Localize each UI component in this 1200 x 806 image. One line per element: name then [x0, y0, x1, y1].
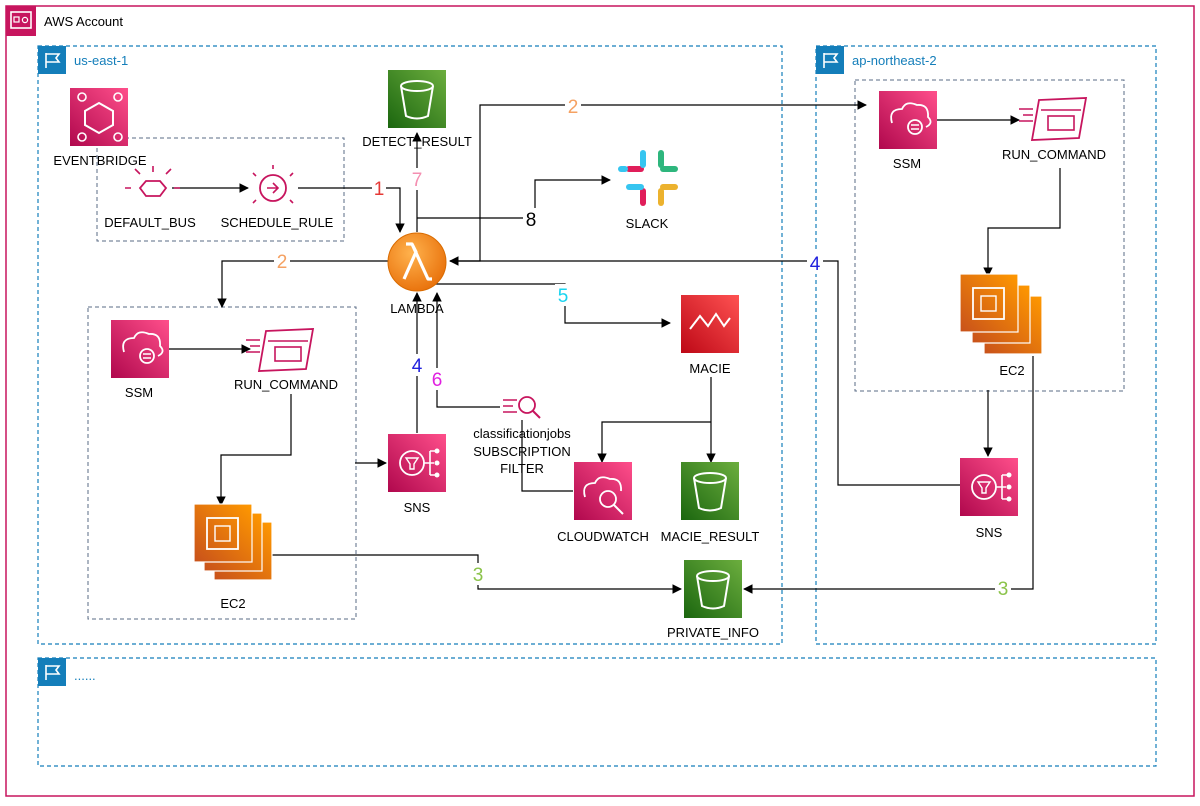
s3-bucket-icon — [388, 70, 446, 128]
account-title: AWS Account — [44, 14, 123, 29]
sns-icon — [960, 458, 1018, 516]
arrow-macie-to-cloudwatch — [597, 421, 711, 463]
aws-account-boundary — [5, 5, 1195, 797]
step-3-ap: 3 — [998, 579, 1009, 600]
slack-icon — [618, 150, 678, 206]
subscription-label: SUBSCRIPTION — [473, 444, 571, 459]
arrow-lambda-to-macie — [435, 283, 671, 328]
ec2-instances-icon — [193, 503, 273, 581]
step-5: 5 — [558, 286, 569, 307]
lambda-icon — [387, 232, 447, 292]
run-command-ap-label: RUN_COMMAND — [1002, 147, 1106, 162]
ec2-instances-icon — [959, 273, 1043, 355]
private-info-label: PRIVATE_INFO — [667, 625, 759, 640]
eventbridge-label: EVENTBRIDGE — [53, 153, 147, 168]
cloudwatch-label: CLOUDWATCH — [557, 529, 649, 544]
step-6: 6 — [432, 370, 443, 391]
run-command-icon — [246, 328, 315, 372]
region-other — [37, 657, 1157, 767]
macie-label: MACIE — [689, 361, 731, 376]
s3-bucket-icon — [681, 462, 739, 520]
sns-east-label: SNS — [404, 500, 431, 515]
region-flag-icon — [816, 46, 844, 74]
arrow-filter-to-lambda — [432, 292, 500, 408]
arrow-lambda-to-ssm-east — [217, 260, 390, 308]
event-bus-icon — [125, 166, 180, 197]
arrow-run-command-to-ec2-ap — [983, 168, 1061, 277]
region-flag-icon — [38, 46, 66, 74]
region-us-east-1 — [37, 45, 783, 645]
step-numbers: 1 2 2 3 3 4 4 5 6 7 8 — [274, 95, 1011, 600]
default-bus-label: DEFAULT_BUS — [104, 215, 196, 230]
ssm-east-label: SSM — [125, 385, 153, 400]
step-2-east: 2 — [277, 252, 288, 273]
step-4-east: 4 — [412, 356, 423, 377]
run-command-icon — [1019, 97, 1088, 141]
arrow-lambda-to-ssm-ap — [450, 100, 867, 262]
arrow-sns-ap-to-lambda — [449, 256, 960, 486]
arrow-run-command-to-ec2-east — [216, 394, 292, 506]
step-7: 7 — [412, 170, 423, 191]
arrow-cloudwatch-to-filter — [521, 420, 573, 492]
step-3-east: 3 — [473, 565, 484, 586]
arrow-schedule-to-lambda — [298, 187, 405, 233]
step-1: 1 — [374, 179, 385, 200]
schedule-rule-label: SCHEDULE_RULE — [221, 215, 334, 230]
sns-icon — [388, 434, 446, 492]
slack-label: SLACK — [626, 216, 669, 231]
region-flag-icon — [38, 658, 66, 686]
step-2-ap: 2 — [568, 97, 579, 118]
eventbridge-icon — [70, 88, 128, 146]
classificationjobs-label: classificationjobs — [473, 426, 571, 441]
lambda-label: LAMBDA — [390, 301, 444, 316]
arrow-ec2-ap-to-private-info — [743, 356, 1034, 594]
macie-icon — [681, 295, 739, 353]
cloudwatch-icon — [574, 462, 632, 520]
filter-label: FILTER — [500, 461, 544, 476]
detect-result-label: DETECT_RESULT — [362, 134, 472, 149]
region-ap-northeast-2 — [815, 45, 1157, 645]
ssm-icon — [879, 91, 937, 149]
region-title-us-east-1: us-east-1 — [74, 53, 128, 68]
region-title-ap-northeast-2: ap-northeast-2 — [852, 53, 937, 68]
step-4-ap: 4 — [810, 254, 821, 275]
run-command-east-label: RUN_COMMAND — [234, 377, 338, 392]
arrow-lambda-to-slack — [417, 175, 611, 219]
ec2-ap-label: EC2 — [999, 363, 1024, 378]
macie-result-label: MACIE_RESULT — [661, 529, 760, 544]
subscription-filter-icon — [503, 396, 541, 419]
sns-ap-label: SNS — [976, 525, 1003, 540]
ec2-east-label: EC2 — [220, 596, 245, 611]
s3-bucket-icon — [684, 560, 742, 618]
aws-account-icon — [6, 6, 36, 36]
step-8: 8 — [526, 210, 537, 231]
ap-ssm-group — [854, 79, 1125, 392]
region-title-other: ...... — [74, 668, 96, 683]
ssm-ap-label: SSM — [893, 156, 921, 171]
schedule-rule-icon — [252, 165, 294, 204]
ssm-icon — [111, 320, 169, 378]
